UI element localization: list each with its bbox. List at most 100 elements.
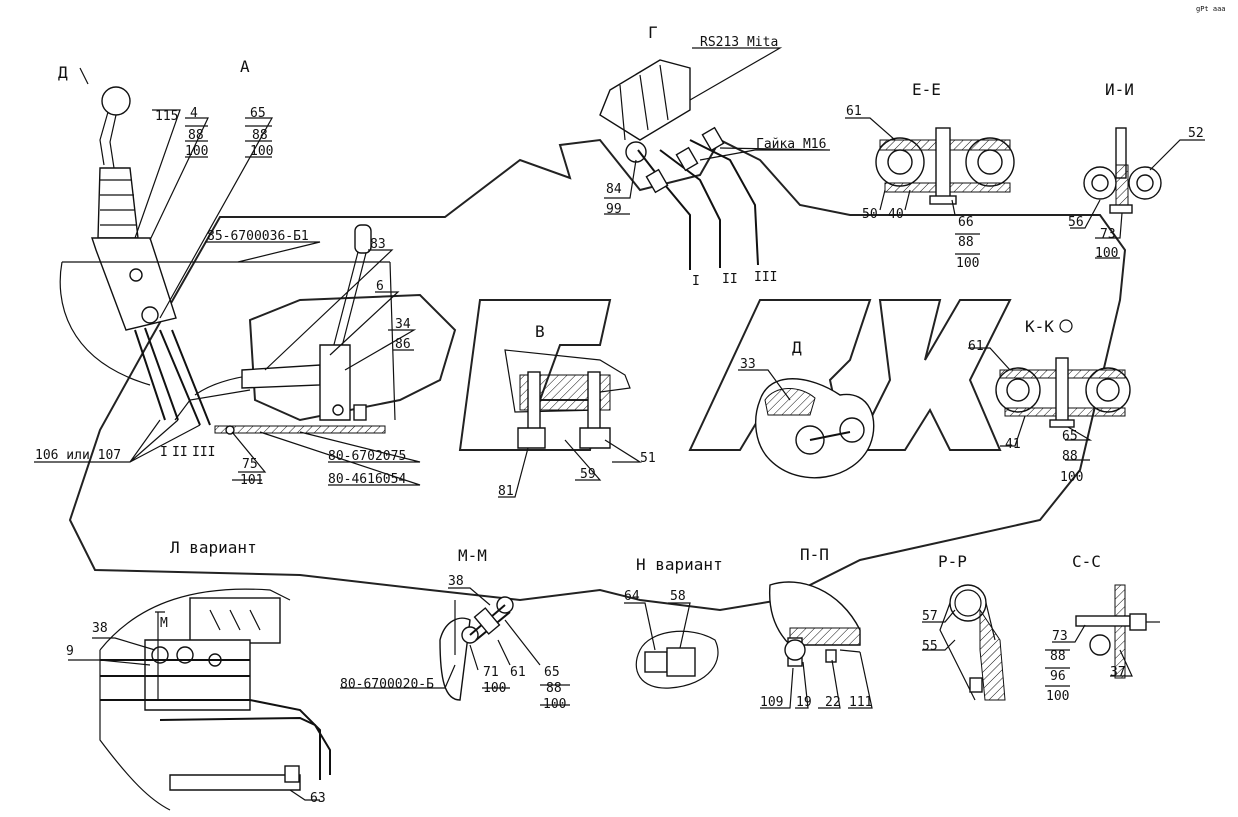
section-title-rr: Р-Р (938, 552, 967, 571)
roman-2-a: II (172, 445, 188, 460)
callout-73: 73 (1100, 227, 1116, 242)
roman-3-a: III (192, 445, 215, 460)
roman-1-g: I (692, 274, 700, 289)
callout-71: 71 (483, 665, 499, 680)
callout-100-ii: 100 (1095, 246, 1118, 261)
callout-38-l: 38 (92, 621, 108, 636)
callout-4: 4 (190, 106, 198, 121)
section-ss: С-С 73 88 96 100 37 (1045, 552, 1160, 704)
callout-33: 33 (740, 357, 756, 372)
callout-88-ss: 88 (1050, 649, 1066, 664)
section-pp: П-П 109 19 22 111 (760, 545, 873, 710)
note-rs213: RS213 Mita (700, 35, 778, 50)
section-ee: Е-Е 61 50 40 66 88 100 (845, 80, 1015, 271)
callout-63: 63 (310, 791, 326, 806)
callout-50: 50 (862, 207, 878, 222)
callout-88-ee: 88 (958, 235, 974, 250)
callout-100-kk: 100 (1060, 470, 1083, 485)
callout-6: 6 (376, 279, 384, 294)
callout-88: 88 (188, 128, 204, 143)
callout-19: 19 (796, 695, 812, 710)
callout-101: 101 (240, 473, 263, 488)
section-title-a: А (240, 57, 250, 76)
callout-38-mm: 38 (448, 574, 464, 589)
roman-3-g: III (754, 270, 777, 285)
note-80-6702075: 80-6702075 (328, 449, 406, 464)
callout-86: 86 (395, 337, 411, 352)
note-80-4616054: 80-4616054 (328, 472, 406, 487)
note-nut-m16: Гайка М16 (756, 137, 826, 152)
callout-59: 59 (580, 467, 596, 482)
callout-88-mm: 88 (546, 681, 562, 696)
callout-41: 41 (1005, 437, 1021, 452)
cut-mark-m: М (160, 616, 168, 631)
section-title-l: Л вариант (170, 538, 257, 557)
callout-61-kk: 61 (968, 339, 984, 354)
callout-100-ee: 100 (956, 256, 979, 271)
callout-96: 96 (1050, 669, 1066, 684)
view-arrow-d: Д (58, 63, 68, 82)
callout-56: 56 (1068, 215, 1084, 230)
note-85-6700036: 85-6700036-Б1 (207, 229, 309, 244)
section-title-ee: Е-Е (912, 80, 941, 99)
callout-100b: 100 (250, 144, 273, 159)
callout-34: 34 (395, 317, 411, 332)
callout-40: 40 (888, 207, 904, 222)
callout-81: 81 (498, 484, 514, 499)
section-title-ii: И-И (1105, 80, 1134, 99)
callout-73-ss: 73 (1052, 629, 1068, 644)
callout-115: 115 (155, 109, 178, 124)
section-title-ss: С-С (1072, 552, 1101, 571)
callout-61-ee: 61 (846, 104, 862, 119)
callout-57: 57 (922, 609, 938, 624)
callout-64: 64 (624, 589, 640, 604)
section-title-kk: К-К (1025, 317, 1054, 336)
callout-66: 66 (958, 215, 974, 230)
callout-109: 109 (760, 695, 783, 710)
section-rr: Р-Р 57 55 (922, 552, 1006, 701)
section-title-d: Д (792, 338, 802, 357)
view-d: Д 33 (738, 338, 875, 479)
callout-58: 58 (670, 589, 686, 604)
callout-84: 84 (606, 182, 622, 197)
callout-99: 99 (606, 202, 622, 217)
view-g: Г RS213 Mita Гайка М16 84 99 I II III (599, 23, 831, 289)
callout-83: 83 (370, 237, 386, 252)
corner-mark: gPt aaa (1196, 5, 1226, 13)
view-n-variant: Н вариант 64 58 (624, 555, 723, 689)
note-80-6700020: 80-6700020-Б (340, 677, 434, 692)
section-title-g: Г (648, 23, 658, 42)
callout-100-mm-a: 100 (483, 681, 506, 696)
callout-65-mm: 65 (544, 665, 560, 680)
section-mm: М-М 38 71 61 65 100 88 100 80-6700020-Б (340, 546, 570, 712)
section-title-n: Н вариант (636, 555, 723, 574)
roman-1-a: I (160, 445, 168, 460)
section-title-mm: М-М (458, 546, 487, 565)
section-ii: И-И 52 56 73 100 (1068, 80, 1205, 261)
callout-9: 9 (66, 644, 74, 659)
callout-65-kk: 65 (1062, 429, 1078, 444)
roman-2-g: II (722, 272, 738, 287)
section-title-pp: П-П (800, 545, 829, 564)
note-106-107: 106 или 107 (35, 448, 121, 463)
view-v: В 81 59 51 (498, 322, 656, 499)
callout-100-ss: 100 (1046, 689, 1069, 704)
section-kk: К-К 61 41 65 88 100 (968, 317, 1131, 485)
callout-75: 75 (242, 457, 258, 472)
view-a: А Д 115 4 (34, 57, 421, 488)
callout-65: 65 (250, 106, 266, 121)
callout-22: 22 (825, 695, 841, 710)
view-l-variant: Л вариант М 38 9 63 (66, 538, 331, 811)
callout-88-kk: 88 (1062, 449, 1078, 464)
callout-55: 55 (922, 639, 938, 654)
callout-111: 111 (849, 695, 872, 710)
callout-61-mm: 61 (510, 665, 526, 680)
callout-52: 52 (1188, 126, 1204, 141)
section-title-v: В (535, 322, 545, 341)
callout-100-mm-b: 100 (543, 697, 566, 712)
callout-37: 37 (1110, 665, 1126, 680)
callout-51: 51 (640, 451, 656, 466)
callout-100: 100 (185, 144, 208, 159)
callout-88b: 88 (252, 128, 268, 143)
